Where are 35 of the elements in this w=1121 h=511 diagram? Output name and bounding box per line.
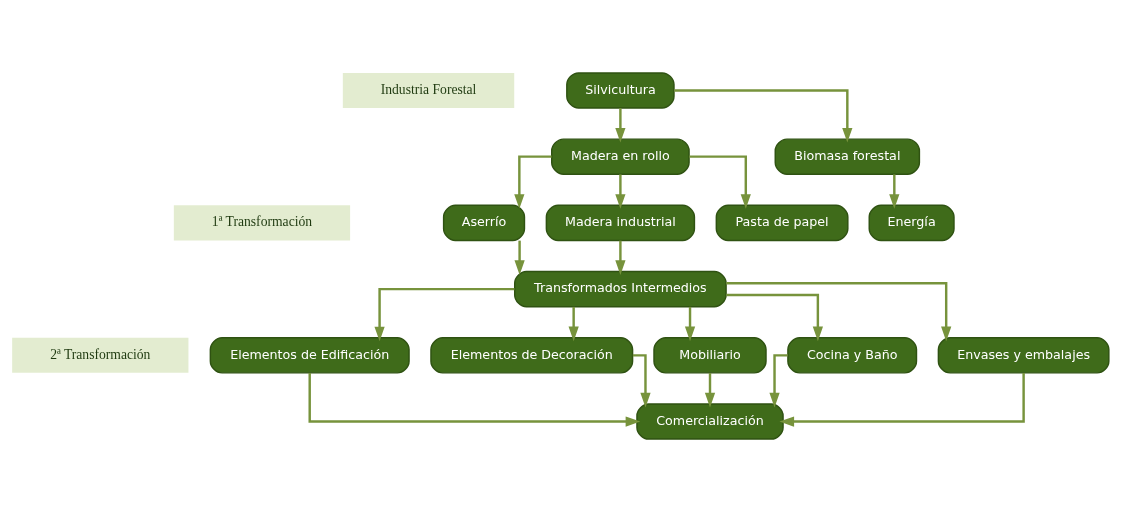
node-box: Madera en rollo bbox=[551, 137, 690, 175]
node-box: Silvicultura bbox=[566, 71, 675, 109]
arrow bbox=[889, 173, 900, 209]
arrow bbox=[514, 154, 552, 209]
node-box: Cocina y Baño bbox=[787, 336, 918, 374]
arrow bbox=[689, 154, 751, 209]
label: 1ª Transformación bbox=[211, 213, 313, 229]
label: 2ª Transformación bbox=[50, 346, 151, 362]
arrow bbox=[308, 372, 641, 427]
arrow bbox=[632, 353, 651, 407]
node-box: Elementos de Edificación bbox=[209, 336, 410, 374]
arrow bbox=[769, 353, 788, 407]
arrow bbox=[726, 293, 823, 341]
node-box: Elementos de Decoración bbox=[430, 336, 634, 374]
node-box: Comercialización bbox=[636, 402, 784, 440]
arrow bbox=[684, 306, 696, 341]
arrow bbox=[615, 173, 626, 209]
arrow bbox=[674, 88, 853, 143]
node-box: Energía bbox=[868, 204, 955, 241]
node-box: Envases y embalajes bbox=[937, 336, 1110, 374]
arrow bbox=[779, 372, 1025, 427]
arrow bbox=[374, 287, 515, 341]
arrow bbox=[568, 306, 579, 341]
arrow bbox=[726, 281, 952, 341]
arrow bbox=[704, 372, 716, 407]
node-box: Pasta de papel bbox=[715, 204, 849, 241]
node-box: Aserrío bbox=[442, 204, 526, 241]
node-box: Mobiliario bbox=[653, 336, 767, 374]
arrow bbox=[514, 240, 525, 275]
node-box: Transformados Intermedios bbox=[514, 270, 727, 307]
arrow bbox=[615, 240, 626, 275]
node-box: Biomasa forestal bbox=[774, 137, 921, 175]
node-box: Madera industrial bbox=[545, 204, 696, 241]
label: Industria Forestal bbox=[380, 81, 477, 97]
arrow bbox=[615, 107, 626, 143]
